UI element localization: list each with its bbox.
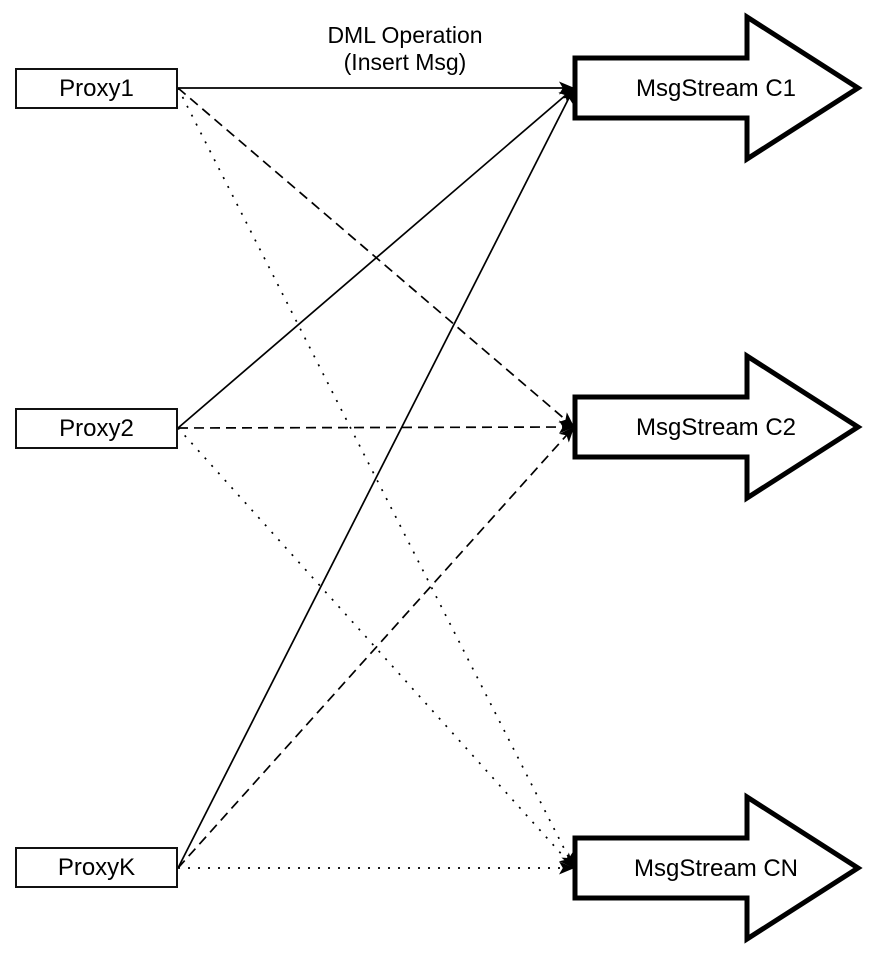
node-proxy1: Proxy1 [15, 68, 178, 109]
node-proxyk-label: ProxyK [57, 853, 136, 881]
msgstream-c1-label: MsgStream C1 [635, 75, 797, 102]
node-proxy2-label: Proxy2 [59, 414, 134, 442]
msgstream-cn-label: MsgStream CN [633, 855, 799, 882]
node-proxy1-label: Proxy1 [59, 74, 134, 102]
edge-proxyk-to-c1-solid [177, 87, 575, 869]
msgstream-c2-arrow-shape [572, 351, 863, 503]
msgstream-c2-label: MsgStream C2 [635, 414, 797, 441]
diagram-title: DML Operation (Insert Msg) [327, 22, 482, 76]
diagram-title-line1: DML Operation [327, 22, 483, 48]
msgstream-c1-arrow-shape [572, 12, 863, 164]
edge-proxyk-to-c2-dashed [177, 426, 575, 869]
edge-proxy2-to-c2-dashed [177, 420, 575, 434]
msgstream-cn-arrow-shape [572, 792, 863, 944]
edge-proxy2-to-c1-solid [177, 87, 575, 429]
diagram-title-line2: (Insert Msg) [343, 49, 467, 75]
edges-layer [177, 81, 575, 875]
node-proxy2: Proxy2 [15, 408, 178, 449]
node-proxyk: ProxyK [15, 847, 178, 888]
